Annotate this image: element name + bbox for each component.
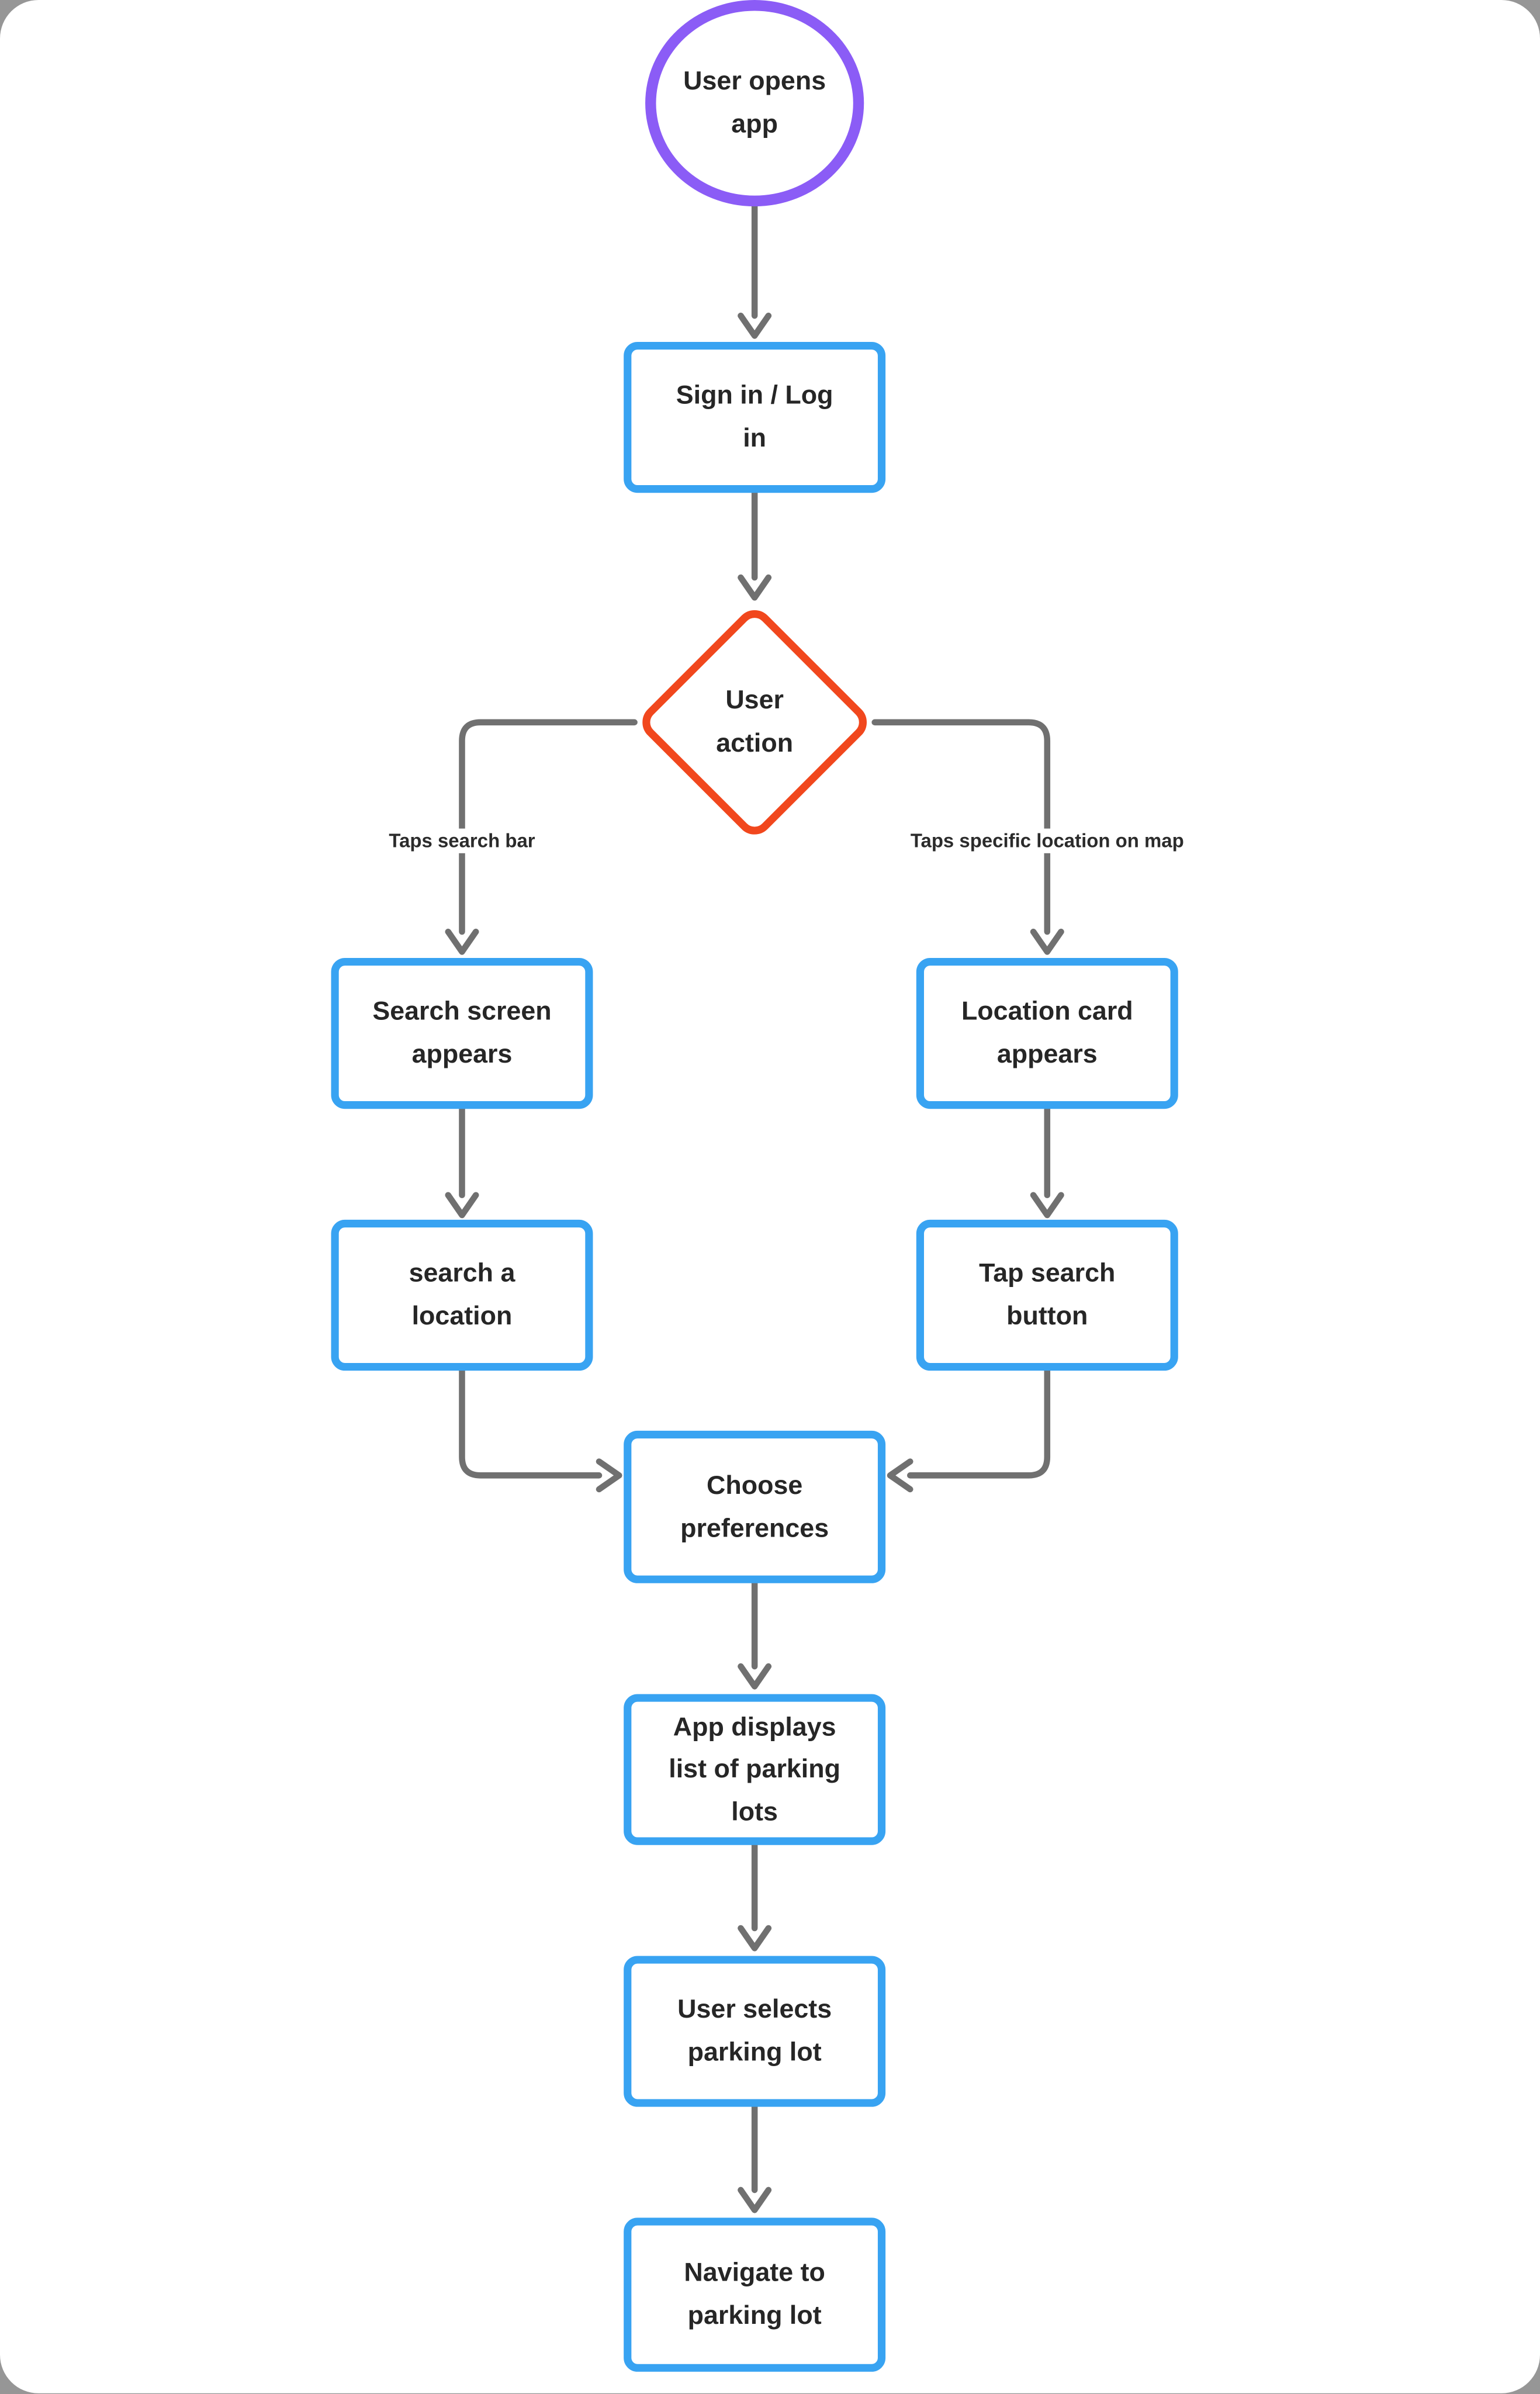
node-tap-search-button: Tap search button (916, 1219, 1178, 1371)
node-sign-in: Sign in / Log in (624, 341, 886, 493)
edge-search-location-to-choose (459, 1367, 603, 1479)
arrowhead-down-icon (738, 1663, 772, 1690)
edge-decision-to-search-screen (459, 719, 638, 935)
node-search-location: search a location (331, 1219, 593, 1371)
node-location-card: Location card appears (916, 957, 1178, 1109)
node-select-parking-lot: User selects parking lot (624, 1956, 886, 2107)
node-start: User opens app (645, 0, 864, 207)
node-tap-search-button-label: Tap search button (979, 1259, 1116, 1331)
node-parking-lot-list-label: App displays list of parking lots (669, 1712, 841, 1826)
node-start-label: User opens app (683, 67, 826, 139)
node-sign-in-label: Sign in / Log in (676, 381, 833, 453)
node-parking-lot-list: App displays list of parking lots (624, 1694, 886, 1845)
arrowhead-down-icon (738, 1925, 772, 1952)
arrowhead-left-icon (887, 1458, 913, 1493)
edge-decision-to-location-card (871, 719, 1051, 935)
node-search-screen: Search screen appears (331, 957, 593, 1109)
node-choose-preferences-label: Choose preferences (680, 1471, 829, 1542)
arrowhead-down-icon (738, 574, 772, 601)
arrowhead-down-icon (445, 928, 479, 955)
node-user-action-label: User action (716, 686, 794, 758)
node-select-parking-lot-label: User selects parking lot (677, 1995, 832, 2067)
node-navigate-label: Navigate to parking lot (684, 2258, 825, 2330)
edge-label-taps-search-bar: Taps search bar (379, 828, 545, 853)
node-location-card-label: Location card appears (961, 997, 1133, 1069)
arrowhead-down-icon (738, 2187, 772, 2213)
node-search-screen-label: Search screen appears (372, 997, 552, 1069)
node-navigate: Navigate to parking lot (624, 2217, 886, 2372)
node-user-action: User action (662, 638, 847, 807)
node-choose-preferences: Choose preferences (624, 1430, 886, 1583)
arrowhead-right-icon (596, 1458, 622, 1493)
node-search-location-label: search a location (409, 1259, 515, 1331)
edge-tap-search-to-choose (907, 1367, 1051, 1479)
arrowhead-down-icon (1030, 1192, 1064, 1219)
arrowhead-down-icon (1030, 928, 1064, 955)
arrowhead-down-icon (445, 1192, 479, 1219)
arrowhead-down-icon (738, 312, 772, 339)
edge-label-taps-location-on-map: Taps specific location on map (901, 828, 1193, 853)
